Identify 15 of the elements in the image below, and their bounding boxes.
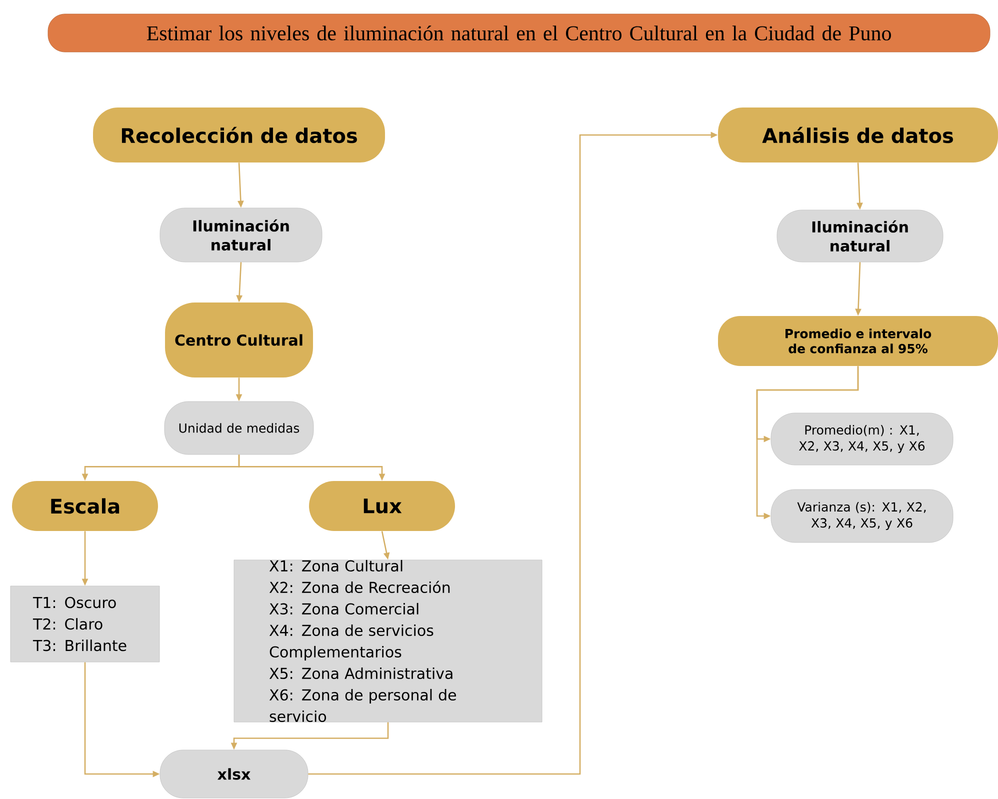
stage-pill: Análisis de datos xyxy=(718,108,998,162)
stage-pill: Recolección de datos xyxy=(93,108,385,162)
process-pill: Centro Cultural xyxy=(165,302,313,378)
process-pill: Promedio e intervalo de confianza al 95% xyxy=(718,316,998,366)
data-pill: Iluminación natural xyxy=(160,208,322,262)
data-pill: xlsx xyxy=(160,750,308,798)
title-banner: Estimar los niveles de iluminación natural en el Centro Cultural en la Ciudad de Puno xyxy=(48,14,990,52)
stage-pill: Escala xyxy=(12,481,158,531)
data-pill: Promedio(m) : X1, X2, X3, X4, X5, y X6 xyxy=(770,412,954,466)
stage-pill: Lux xyxy=(309,481,455,531)
list-box: T1: Oscuro T2: Claro T3: Brillante xyxy=(10,586,160,662)
data-pill: Iluminación natural xyxy=(776,210,944,262)
data-pill: Varianza (s): X1, X2, X3, X4, X5, y X6 xyxy=(770,489,954,543)
data-pill: Unidad de medidas xyxy=(164,401,314,455)
list-box: X1: Zona Cultural X2: Zona de Recreación X3: Zona Comercial X4: Zona de servicios Complementarios X5: Zona Administrativa X6: Zona de personal de servicio xyxy=(234,560,542,722)
